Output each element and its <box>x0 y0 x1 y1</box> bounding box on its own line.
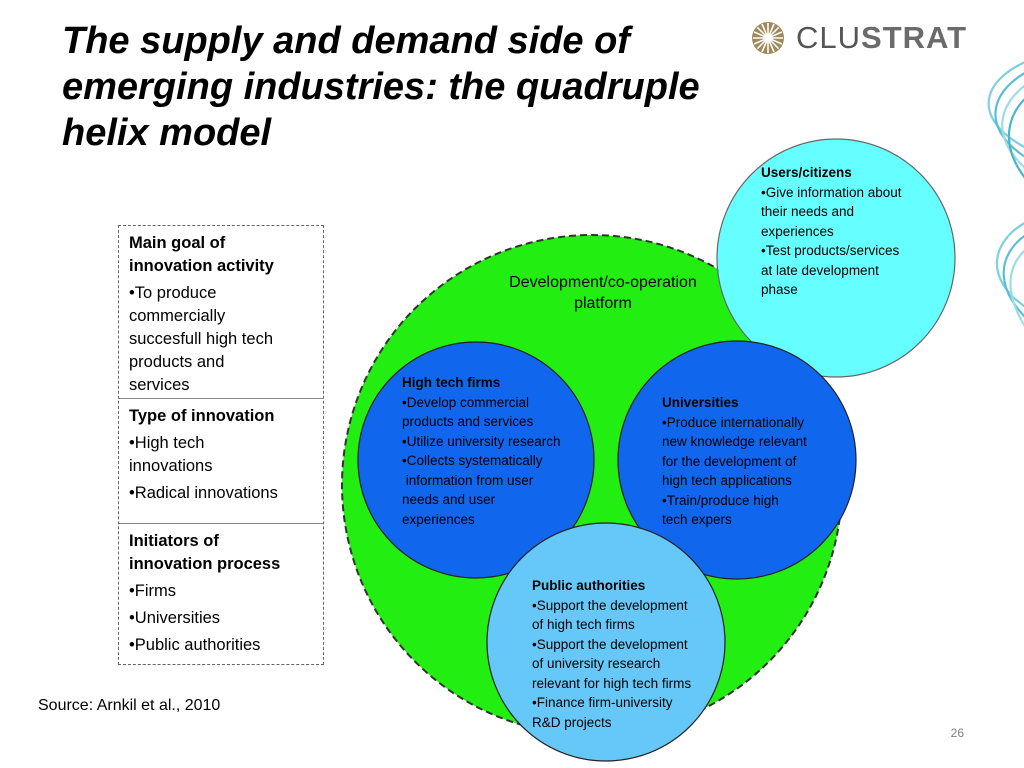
public-line: of high tech firms <box>532 617 635 632</box>
high-tech-firms-text: High tech firms •Develop commercial prod… <box>402 373 602 529</box>
firms-line: needs and user <box>402 492 496 507</box>
logo-wordmark: CLUSTRAT <box>796 20 967 56</box>
universities-line: for the development of <box>662 453 797 469</box>
cell-line: •To produce <box>129 284 217 302</box>
innovation-table: Main goal of innovation activity •To pro… <box>118 225 324 665</box>
public-authorities-circle <box>486 522 726 762</box>
users-title: Users/citizens <box>761 165 852 180</box>
firms-line: •Develop commercial <box>402 394 530 410</box>
universities-title: Universities <box>662 395 739 410</box>
cell-line: •Public authorities <box>129 636 261 654</box>
logo-text-bold: STRAT <box>861 20 968 55</box>
source-citation: Source: Arnkil et al., 2010 <box>38 697 221 714</box>
cell-heading: Initiators of <box>129 532 219 550</box>
cell-heading: Type of innovation <box>129 407 275 425</box>
title-line-2: emerging industries: the quadruple <box>62 66 700 108</box>
cell-heading: innovation process <box>129 555 281 573</box>
logo-text-light: CLU <box>796 20 862 55</box>
users-line: their needs and <box>761 204 855 219</box>
cell-line: products and <box>129 353 225 371</box>
users-line: phase <box>761 282 798 297</box>
cell-line: services <box>129 376 190 394</box>
users-line: •Test products/services <box>761 243 900 258</box>
cell-heading: innovation activity <box>129 257 274 275</box>
firms-title: High tech firms <box>402 375 501 390</box>
users-citizens-text: Users/citizens •Give information about t… <box>761 163 941 300</box>
universities-line: •Produce internationally <box>662 414 805 430</box>
universities-circle <box>617 340 857 580</box>
users-circle <box>716 138 956 378</box>
table-cell-type-of-innovation: Type of innovation •High tech innovation… <box>119 398 323 523</box>
clustrat-logo: CLUSTRAT <box>748 18 988 58</box>
cell-line: •High tech <box>129 434 205 452</box>
firms-circle <box>357 341 595 579</box>
universities-line: •Train/produce high <box>662 492 779 508</box>
cell-line: innovations <box>129 457 213 475</box>
table-cell-initiators: Initiators of innovation process •Firms … <box>119 523 323 664</box>
public-line: •Support the development <box>532 597 688 613</box>
cell-line: •Radical innovations <box>129 484 278 502</box>
public-line: •Finance firm-university <box>532 695 673 710</box>
public-line: of university research <box>532 656 661 671</box>
universities-line: new knowledge relevant <box>662 434 807 449</box>
public-line: relevant for high tech firms <box>532 675 692 691</box>
firms-line: •Collects systematically <box>402 453 543 468</box>
firms-line: •Utilize university research <box>402 433 561 449</box>
public-line: •Support the development <box>532 636 688 652</box>
firms-line: products and services <box>402 414 534 429</box>
public-line: R&D projects <box>532 714 612 730</box>
title-line-1: The supply and demand side of <box>62 20 630 62</box>
cell-line: •Universities <box>129 609 221 627</box>
logo-emblem-icon <box>752 22 784 54</box>
table-cell-main-goal: Main goal of innovation activity •To pro… <box>119 226 323 398</box>
universities-line: high tech applications <box>662 473 792 488</box>
cell-line: succesfull high tech <box>129 330 273 348</box>
users-line: •Give information about <box>761 184 902 200</box>
slide-title: The supply and demand side of emerging i… <box>62 18 762 156</box>
public-title: Public authorities <box>532 578 646 593</box>
universities-text: Universities •Produce internationally ne… <box>662 393 847 530</box>
cell-line: •Firms <box>129 582 177 600</box>
platform-label-line-1: Development/co-operation <box>509 274 697 291</box>
firms-line: experiences <box>402 511 475 527</box>
firms-line: information from user <box>402 472 534 488</box>
title-line-3: helix model <box>62 112 272 154</box>
users-line: experiences <box>761 223 834 239</box>
users-line: at late development <box>761 262 879 278</box>
cell-line: commercially <box>129 307 226 325</box>
universities-line: tech expers <box>662 512 732 527</box>
decorative-swirl <box>987 61 1024 327</box>
public-authorities-text: Public authorities •Support the developm… <box>532 576 732 732</box>
page-number: 26 <box>950 726 964 740</box>
platform-label: Development/co-operation platform <box>478 272 728 314</box>
cell-heading: Main goal of <box>129 234 226 252</box>
platform-label-line-2: platform <box>574 295 632 312</box>
